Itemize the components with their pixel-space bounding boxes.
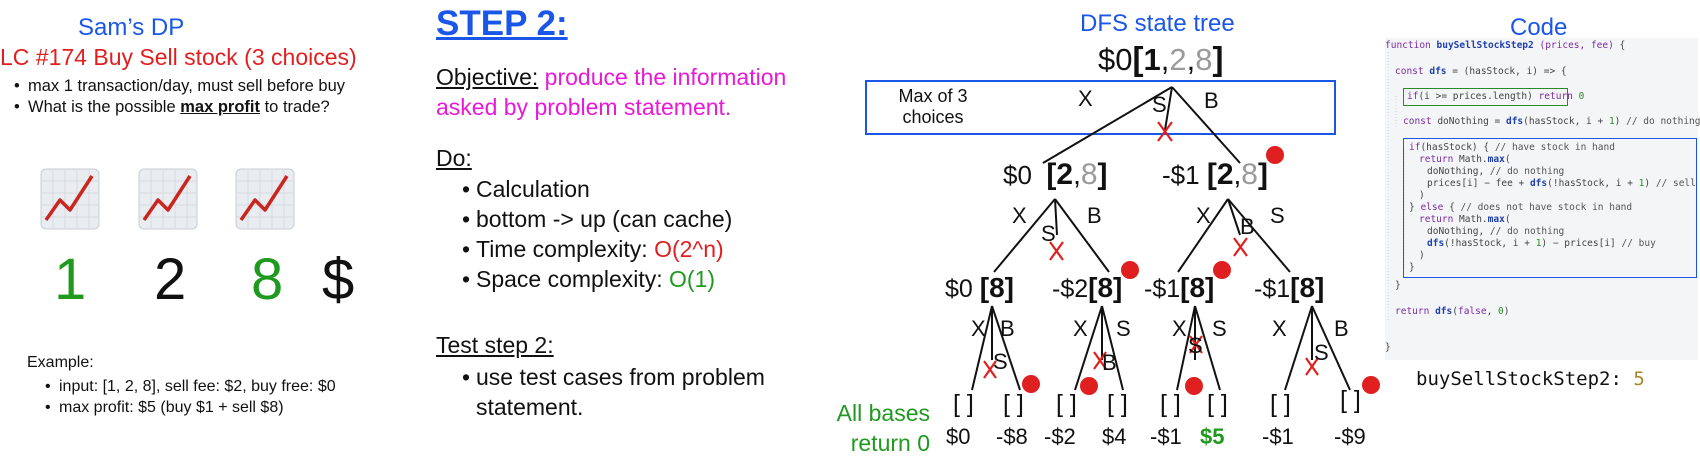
price-day1: 1 [54,247,87,312]
leaf-bracket: [ ] [1056,390,1077,418]
dollar-sign: $ [322,247,355,312]
problem-title: LC #174 Buy Sell stock (3 choices) [0,44,357,70]
leaf-bracket: [ ] [1270,390,1291,418]
choices-box [865,80,1336,135]
tree-node: $0 [8] [945,272,1014,303]
tree-node: -$1 [2,8] [1162,158,1268,191]
edge-label: S [993,349,1008,374]
tree-node: $0 [2,8] [1003,158,1108,191]
do-item-space: Space complexity: O(1) [462,264,732,294]
edge-label: X [1196,203,1211,228]
leaf-value: $0 [946,424,971,449]
leaf-bracket: [ ] [953,390,974,418]
leaf-value: $4 [1102,424,1127,449]
objective: Objective: produce the information asked… [436,64,787,120]
leaf-value: -$1 [1262,424,1294,449]
code-block: function buySellStockStep2 (prices, fee)… [1385,38,1700,360]
tree-node: -$1[8] [1144,272,1215,303]
do-label: Do: [436,145,472,171]
edge-label: X [1172,316,1187,341]
edge-label: X [1078,86,1093,111]
edge-label: B [1000,316,1015,341]
tree-title: DFS state tree [1080,10,1235,37]
bullet-rule: max 1 transaction/day, must sell before … [14,76,345,97]
chart-up-icon [40,168,100,230]
example-output: max profit: $5 (buy $1 + sell $8) [45,397,336,418]
edge-label: X [1073,316,1088,341]
leaf-bracket: [ ] [1160,390,1181,418]
edge-label: S [1212,316,1227,341]
left-title: Sam’s DP [78,14,185,41]
code-title: Code [1510,14,1568,41]
leaf-bracket: [ ] [1340,386,1361,414]
chart-up-icon [138,168,198,230]
price-day2: 2 [154,247,187,312]
edge-label: S [1152,92,1167,117]
leaf-bracket: [ ] [1003,390,1024,418]
leaf-value: -$8 [996,424,1028,449]
price-day3: 8 [251,247,284,312]
tree-node: -$1[8] [1254,272,1325,303]
edge-label: X [1272,316,1287,341]
edge-label: S [1188,333,1203,358]
example-input: input: [1, 2, 8], sell fee: $2, buy free… [45,376,336,397]
edge-label: S [1041,221,1056,246]
problem-bullets: max 1 transaction/day, must sell before … [10,76,345,118]
edge-label: S [1116,316,1131,341]
chart-up-icon [235,168,295,230]
leaf-bracket: [ ] [1107,390,1128,418]
do-item-time: Time complexity: O(2^n) [462,234,732,264]
leaf-value-best: $5 [1200,424,1225,449]
edge-label: B [1102,350,1117,375]
do-item-bottom-up: bottom -> up (can cache) [462,204,732,234]
edge-label: S [1270,203,1285,228]
test-label: Test step 2: [436,332,554,358]
edge-label: B [1204,88,1219,113]
edge-label: X [971,316,986,341]
bullet-question: What is the possible max profit to trade… [14,97,345,118]
leaf-value: -$9 [1334,424,1366,449]
code-output: buySellStockStep2: 5 [1416,368,1645,390]
edge-label: B [1087,203,1102,228]
edge-label: S [1314,340,1329,365]
tree-node: -$2[8] [1052,272,1123,303]
do-list: Calculation bottom -> up (can cache) Tim… [458,174,732,294]
step-title: STEP 2: [436,4,568,43]
example-label: Example: [27,354,94,371]
edge-label: X [1012,203,1027,228]
root-node: $0[1,2,8] [1098,40,1224,77]
leaf-value: -$1 [1150,424,1182,449]
leaf-value: -$2 [1044,424,1076,449]
edge-label: B [1334,316,1349,341]
leaf-bracket: [ ] [1207,390,1228,418]
example-list: input: [1, 2, 8], sell fee: $2, buy free… [41,376,336,418]
do-item-calculation: Calculation [462,174,732,204]
edge-label: B [1240,214,1255,239]
